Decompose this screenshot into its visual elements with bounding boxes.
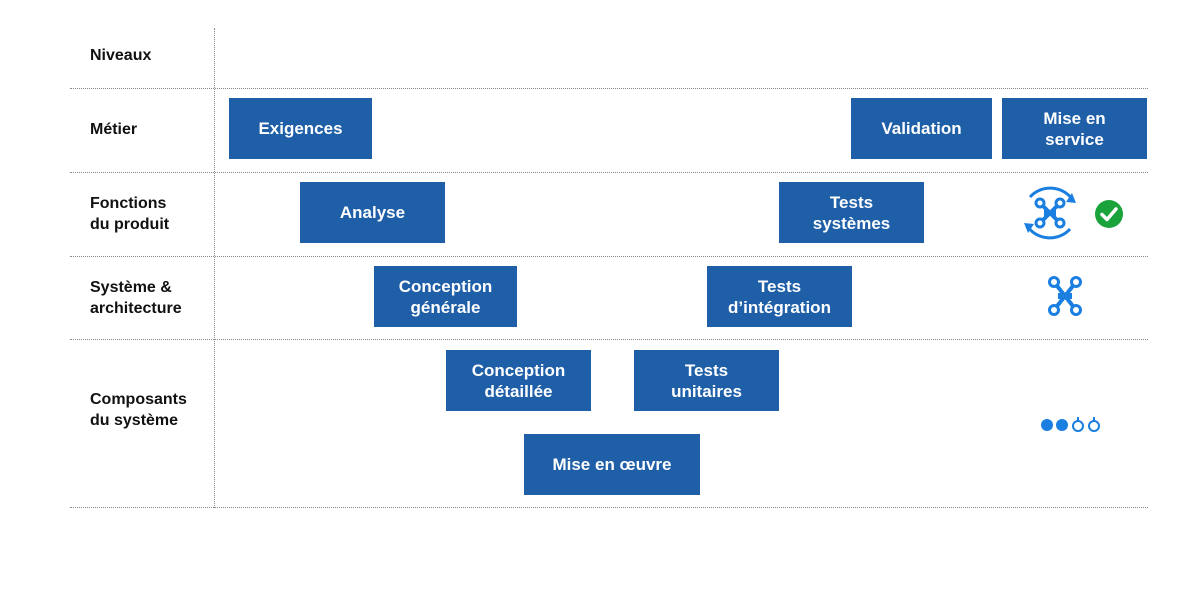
step-mise-en-service: Mise en service [1002, 98, 1147, 159]
step-exigences: Exigences [229, 98, 372, 159]
column-divider [214, 28, 215, 508]
step-tests-systemes: Tests systèmes [779, 182, 924, 243]
step-tests-integration: Tests d’intégration [707, 266, 852, 327]
row-divider [70, 256, 1148, 257]
network-icon [1048, 276, 1082, 316]
step-validation: Validation [851, 98, 992, 159]
row-divider [70, 172, 1148, 173]
step-analyse: Analyse [300, 182, 445, 243]
level-label-systeme: Système & architecture [90, 279, 182, 317]
level-label-composants: Composants du système [90, 391, 187, 429]
cycle-network-icon [1024, 186, 1076, 240]
levels-header: Niveaux [90, 47, 152, 64]
step-conception-detaillee: Conception détaillée [446, 350, 591, 411]
row-divider [70, 507, 1148, 508]
row-divider [70, 339, 1148, 340]
row-divider [70, 88, 1148, 89]
step-tests-unitaires: Tests unitaires [634, 350, 779, 411]
check-circle-icon [1095, 200, 1123, 228]
level-label-fonctions: Fonctions du produit [90, 195, 170, 233]
step-mise-en-oeuvre: Mise en œuvre [524, 434, 700, 495]
step-conception-generale: Conception générale [374, 266, 517, 327]
level-label-metier: Métier [90, 121, 138, 138]
dots-icon [1041, 417, 1100, 432]
